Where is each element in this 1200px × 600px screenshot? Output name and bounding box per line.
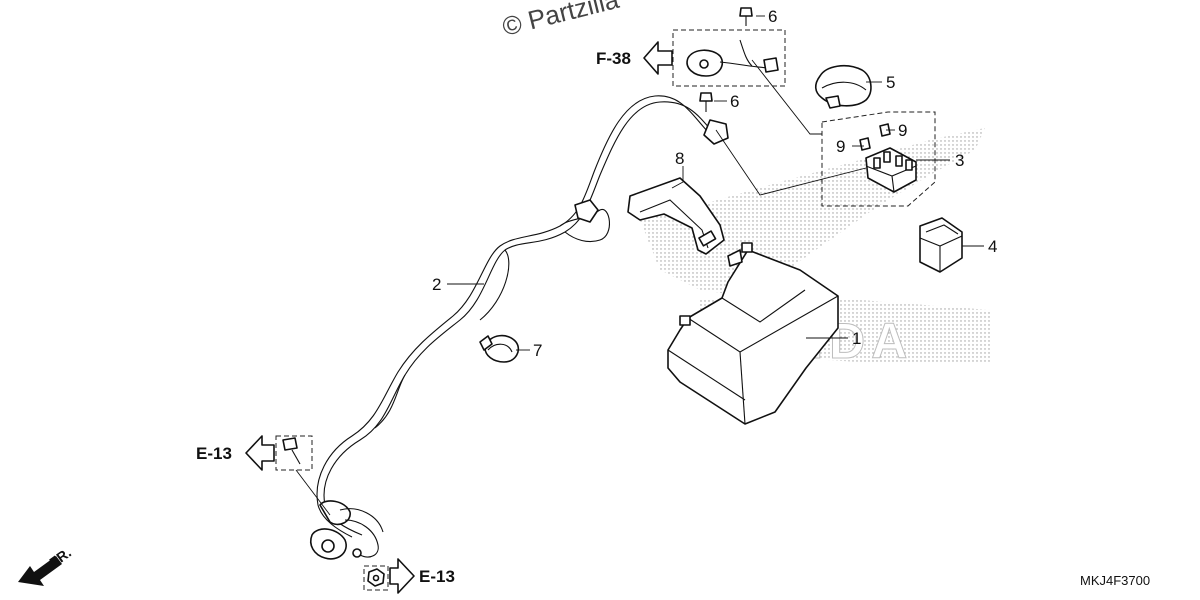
bolt-middle[interactable]	[699, 92, 713, 112]
watermark-text: © Partzilla	[499, 0, 622, 42]
drawing-code: MKJ4F3700	[1080, 573, 1150, 588]
bolt-upper[interactable]	[739, 7, 753, 26]
upper-cable-group[interactable]	[672, 29, 786, 87]
nut-e13-lower[interactable]	[363, 565, 389, 591]
relay-assembly[interactable]	[821, 111, 936, 207]
callout-7[interactable]: 7	[533, 341, 542, 360]
starter-relay[interactable]	[814, 64, 872, 109]
callout-6-middle[interactable]: 6	[730, 92, 739, 111]
ref-e13-upper[interactable]: E-13	[196, 444, 232, 463]
callout-2[interactable]: 2	[432, 275, 441, 294]
callout-5[interactable]: 5	[886, 73, 895, 92]
leader-lines	[295, 15, 984, 516]
ref-e13-lower[interactable]: E-13	[419, 567, 455, 586]
callout-1[interactable]: 1	[852, 329, 861, 348]
battery-band[interactable]	[627, 177, 725, 255]
battery[interactable]	[667, 242, 839, 425]
arrow-e13-lower	[389, 558, 415, 594]
callout-4[interactable]: 4	[988, 237, 997, 256]
callout-9-left[interactable]: 9	[836, 137, 845, 156]
cable-clamp[interactable]	[479, 334, 520, 363]
fuse-box-cover[interactable]	[919, 217, 963, 273]
battery-cable-harness[interactable]	[309, 95, 729, 560]
callout-6-upper[interactable]: 6	[768, 7, 777, 26]
front-direction-arrow-icon	[18, 556, 62, 586]
bolt-e13-upper[interactable]	[275, 435, 313, 471]
callout-9-right[interactable]: 9	[898, 121, 907, 140]
arrow-e13-upper	[245, 435, 275, 471]
ref-f38[interactable]: F-38	[596, 49, 631, 68]
callout-3[interactable]: 3	[955, 151, 964, 170]
callout-8[interactable]: 8	[675, 149, 684, 168]
arrow-f38	[643, 41, 673, 75]
